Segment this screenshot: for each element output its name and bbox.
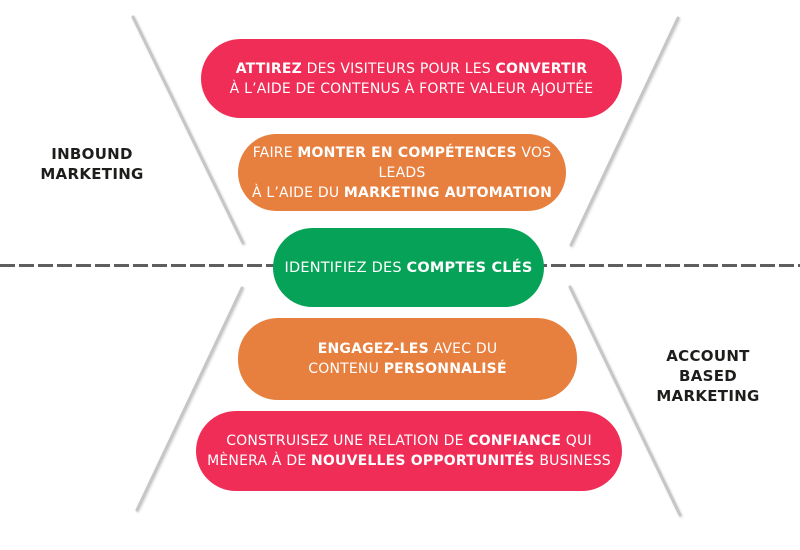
abm-label-line: MARKETING <box>656 387 760 405</box>
inbound-marketing-label: INBOUND MARKETING <box>27 144 157 184</box>
pill-text-line: FAIRE MONTER EN COMPÉTENCES VOS LEADS <box>252 144 552 181</box>
pill-text-line: ENGAGEZ-LES AVEC DU <box>317 341 498 357</box>
pill-text-line: CONSTRUISEZ UNE RELATION DE CONFIANCE QU… <box>226 433 592 449</box>
funnel-line-bottom-right <box>568 285 682 517</box>
pill-identify-key-accounts: IDENTIFIEZ DES COMPTES CLÉS <box>273 228 544 307</box>
account-based-marketing-label: ACCOUNT BASED MARKETING <box>643 346 773 406</box>
funnel-line-top-right <box>569 16 680 247</box>
pill-build-trust-relationship: CONSTRUISEZ UNE RELATION DE CONFIANCE QU… <box>196 411 622 491</box>
pill-text-line: À L’AIDE DU MARKETING AUTOMATION <box>251 184 553 201</box>
funnel-line-bottom-left <box>135 286 244 512</box>
pill-nurture-leads: FAIRE MONTER EN COMPÉTENCES VOS LEADS À … <box>238 134 566 211</box>
pill-engage-personalized-content: ENGAGEZ-LES AVEC DU CONTENU PERSONNALISÉ <box>238 318 577 400</box>
pill-text-line: ATTIREZ DES VISITEURS POUR LES CONVERTIR <box>235 60 588 77</box>
pill-attract-visitors: ATTIREZ DES VISITEURS POUR LES CONVERTIR… <box>201 39 622 118</box>
inbound-label-line: INBOUND <box>51 145 133 163</box>
pill-text-line: IDENTIFIEZ DES COMPTES CLÉS <box>284 259 533 276</box>
abm-label-line: BASED <box>678 367 738 385</box>
pill-text-line: À L’AIDE DE CONTENUS À FORTE VALEUR AJOU… <box>229 80 594 97</box>
abm-label-line: ACCOUNT <box>666 347 750 365</box>
funnel-line-top-left <box>131 15 245 245</box>
inbound-label-line: MARKETING <box>40 165 144 183</box>
pill-text-line: CONTENU PERSONNALISÉ <box>308 361 507 377</box>
pill-text-line: MÈNERA À DE NOUVELLES OPPORTUNITÉS BUSIN… <box>207 453 611 469</box>
